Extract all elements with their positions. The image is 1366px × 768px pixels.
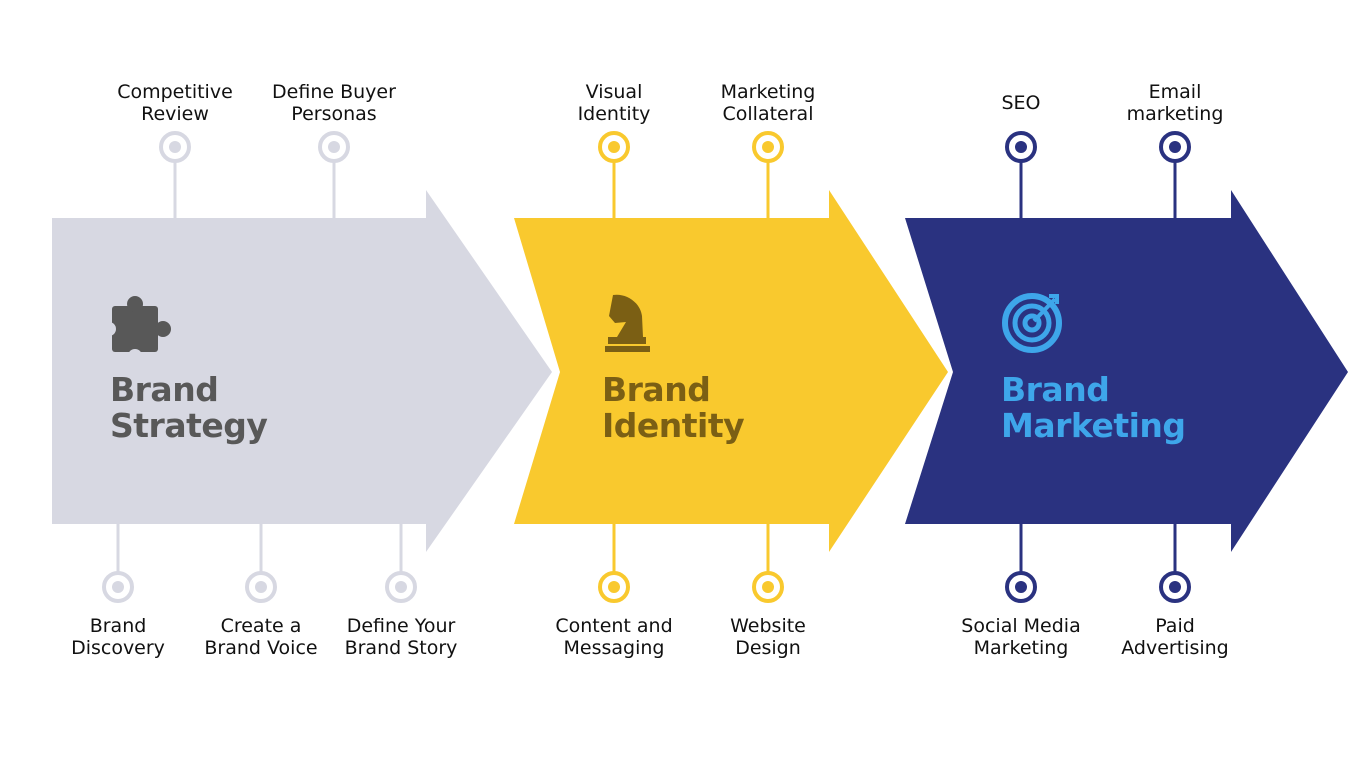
label-line: Competitive bbox=[117, 81, 233, 103]
label-define-brand-story: Define Your Brand Story bbox=[316, 615, 486, 659]
label-line: marketing bbox=[1126, 103, 1224, 125]
target-icon bbox=[1002, 293, 1062, 353]
label-line: Brand bbox=[89, 615, 147, 637]
label-line: Marketing bbox=[973, 637, 1069, 659]
label-line: Personas bbox=[291, 103, 377, 125]
label-marketing-collateral: Marketing Collateral bbox=[683, 81, 853, 125]
label-line: Visual bbox=[585, 81, 643, 103]
label-line: Email bbox=[1148, 81, 1202, 103]
label-line: Design bbox=[735, 637, 801, 659]
chess-knight-icon bbox=[605, 294, 650, 352]
pin-social-media-marketing bbox=[1005, 524, 1037, 603]
pin-email-marketing bbox=[1159, 131, 1191, 218]
pin-define-buyer-personas bbox=[318, 131, 350, 218]
pin-create-brand-voice bbox=[245, 524, 277, 603]
pin-seo bbox=[1005, 131, 1037, 218]
pin-visual-identity bbox=[598, 131, 630, 218]
label-line: Advertising bbox=[1121, 637, 1229, 659]
label-line: Content and bbox=[555, 615, 673, 637]
label-line: Define Your bbox=[346, 615, 456, 637]
label-line: Review bbox=[141, 103, 209, 125]
label-line: Website bbox=[730, 615, 806, 637]
stage-arrow-marketing bbox=[905, 190, 1348, 552]
label-brand-discovery: Brand Discovery bbox=[33, 615, 203, 659]
label-line: SEO bbox=[1001, 92, 1041, 114]
stage-title-strategy: Brand Strategy bbox=[110, 370, 268, 445]
label-paid-advertising: Paid Advertising bbox=[1090, 615, 1260, 659]
label-line: Collateral bbox=[722, 103, 814, 125]
pin-content-messaging bbox=[598, 524, 630, 603]
label-social-media-marketing: Social Media Marketing bbox=[936, 615, 1106, 659]
label-line: Identity bbox=[577, 103, 651, 125]
label-visual-identity: Visual Identity bbox=[529, 81, 699, 125]
pin-paid-advertising bbox=[1159, 524, 1191, 603]
label-line: Brand Voice bbox=[204, 637, 318, 659]
label-line: Social Media bbox=[961, 615, 1081, 637]
label-email-marketing: Email marketing bbox=[1090, 81, 1260, 125]
stage-title-marketing: Brand Marketing bbox=[1001, 372, 1186, 444]
stage-title-line: Brand bbox=[602, 370, 711, 409]
stage-title-line: Marketing bbox=[1001, 406, 1186, 445]
pin-website-design bbox=[752, 524, 784, 603]
pin-brand-discovery bbox=[102, 524, 134, 603]
label-line: Discovery bbox=[71, 637, 165, 659]
pin-competitive-review bbox=[159, 131, 191, 218]
label-line: Paid bbox=[1155, 615, 1195, 637]
stage-arrow-strategy bbox=[52, 190, 552, 552]
label-line: Brand Story bbox=[344, 637, 458, 659]
stage-title-line: Brand bbox=[1001, 370, 1110, 409]
stage-title-line: Identity bbox=[602, 406, 745, 445]
stage-title-line: Brand bbox=[110, 370, 219, 409]
label-create-brand-voice: Create a Brand Voice bbox=[176, 615, 346, 659]
label-seo: SEO bbox=[936, 92, 1106, 114]
label-competitive-review: Competitive Review bbox=[90, 81, 260, 125]
label-line: Messaging bbox=[563, 637, 665, 659]
label-define-buyer-personas: Define Buyer Personas bbox=[249, 81, 419, 125]
stage-title-line: Strategy bbox=[110, 406, 268, 445]
label-website-design: Website Design bbox=[683, 615, 853, 659]
label-line: Define Buyer bbox=[272, 81, 396, 103]
label-content-messaging: Content and Messaging bbox=[529, 615, 699, 659]
label-line: Marketing bbox=[720, 81, 816, 103]
pin-marketing-collateral bbox=[752, 131, 784, 218]
pin-define-brand-story bbox=[385, 524, 417, 603]
puzzle-icon bbox=[102, 296, 171, 363]
stage-title-identity: Brand Identity bbox=[602, 370, 745, 445]
stage-arrow-identity bbox=[514, 190, 948, 552]
label-line: Create a bbox=[220, 615, 302, 637]
